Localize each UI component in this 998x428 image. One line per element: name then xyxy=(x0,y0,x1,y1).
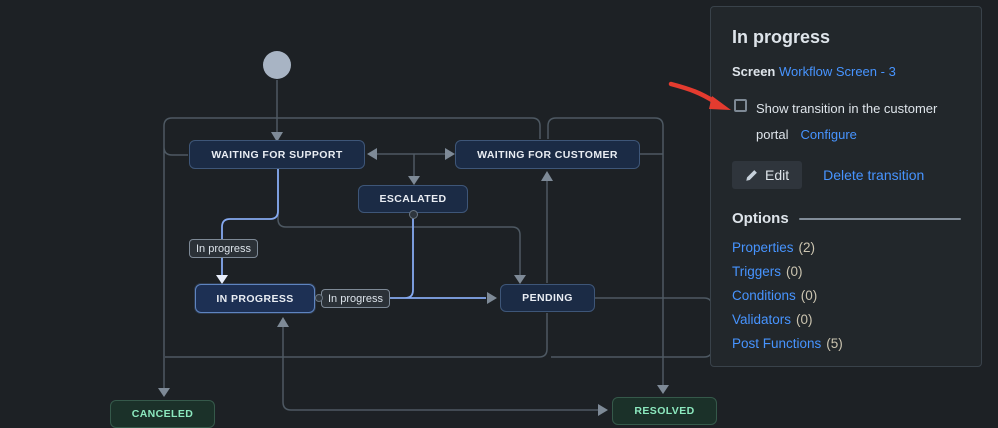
pencil-icon xyxy=(746,169,757,181)
status-node-in-progress[interactable]: IN PROGRESS xyxy=(195,284,315,313)
options-heading: Options xyxy=(732,210,789,227)
post-functions-link[interactable]: Post Functions xyxy=(732,336,822,351)
status-node-waiting-for-customer[interactable]: WAITING FOR CUSTOMER xyxy=(455,140,640,169)
properties-count: (2) xyxy=(798,240,816,255)
arrowheads xyxy=(158,132,669,416)
status-node-escalated[interactable]: ESCALATED xyxy=(358,185,468,213)
conditions-link[interactable]: Conditions xyxy=(732,288,796,303)
edit-button[interactable]: Edit xyxy=(732,161,803,189)
conditions-count: (0) xyxy=(800,288,818,303)
properties-link[interactable]: Properties xyxy=(732,240,794,255)
post-functions-count: (5) xyxy=(826,336,843,351)
connection-dot-in-progress[interactable] xyxy=(315,294,323,302)
status-node-resolved[interactable]: RESOLVED xyxy=(612,397,717,425)
panel-actions: Edit Delete transition xyxy=(732,161,961,189)
selected-arrowhead xyxy=(216,275,228,284)
transition-chip-in-progress-2[interactable]: In progress xyxy=(321,289,391,308)
triggers-count: (0) xyxy=(786,264,803,279)
delete-transition-link[interactable]: Delete transition xyxy=(823,167,925,183)
start-node[interactable] xyxy=(263,51,291,79)
options-list: Properties(2) Triggers(0) Conditions(0) … xyxy=(732,236,961,356)
edit-button-label: Edit xyxy=(765,167,790,183)
validators-count: (0) xyxy=(796,312,813,327)
show-transition-checkbox[interactable] xyxy=(734,99,747,112)
transition-details-panel: In progress Screen Workflow Screen - 3 S… xyxy=(710,6,982,367)
connection-dot-escalated[interactable] xyxy=(409,210,418,219)
status-node-pending[interactable]: PENDING xyxy=(500,284,595,312)
option-validators: Validators (0) xyxy=(732,308,961,332)
option-triggers: Triggers (0) xyxy=(732,260,961,284)
options-heading-row: Options xyxy=(732,210,961,227)
screen-label: Screen xyxy=(732,64,776,79)
option-post-functions: Post Functions (5) xyxy=(732,332,961,356)
triggers-link[interactable]: Triggers xyxy=(732,264,782,279)
transition-chip-in-progress-1[interactable]: In progress xyxy=(189,239,259,258)
status-node-canceled[interactable]: CANCELED xyxy=(110,400,215,428)
options-divider xyxy=(798,217,961,220)
configure-link[interactable]: Configure xyxy=(800,127,857,142)
validators-link[interactable]: Validators xyxy=(732,312,792,327)
screen-row: Screen Workflow Screen - 3 xyxy=(732,64,961,79)
status-node-waiting-for-support[interactable]: WAITING FOR SUPPORT xyxy=(189,140,365,169)
panel-title: In progress xyxy=(732,27,831,47)
option-properties: Properties (2) xyxy=(732,236,961,260)
option-conditions: Conditions (0) xyxy=(732,284,961,308)
workflow-screen-link[interactable]: Workflow Screen - 3 xyxy=(779,64,896,79)
